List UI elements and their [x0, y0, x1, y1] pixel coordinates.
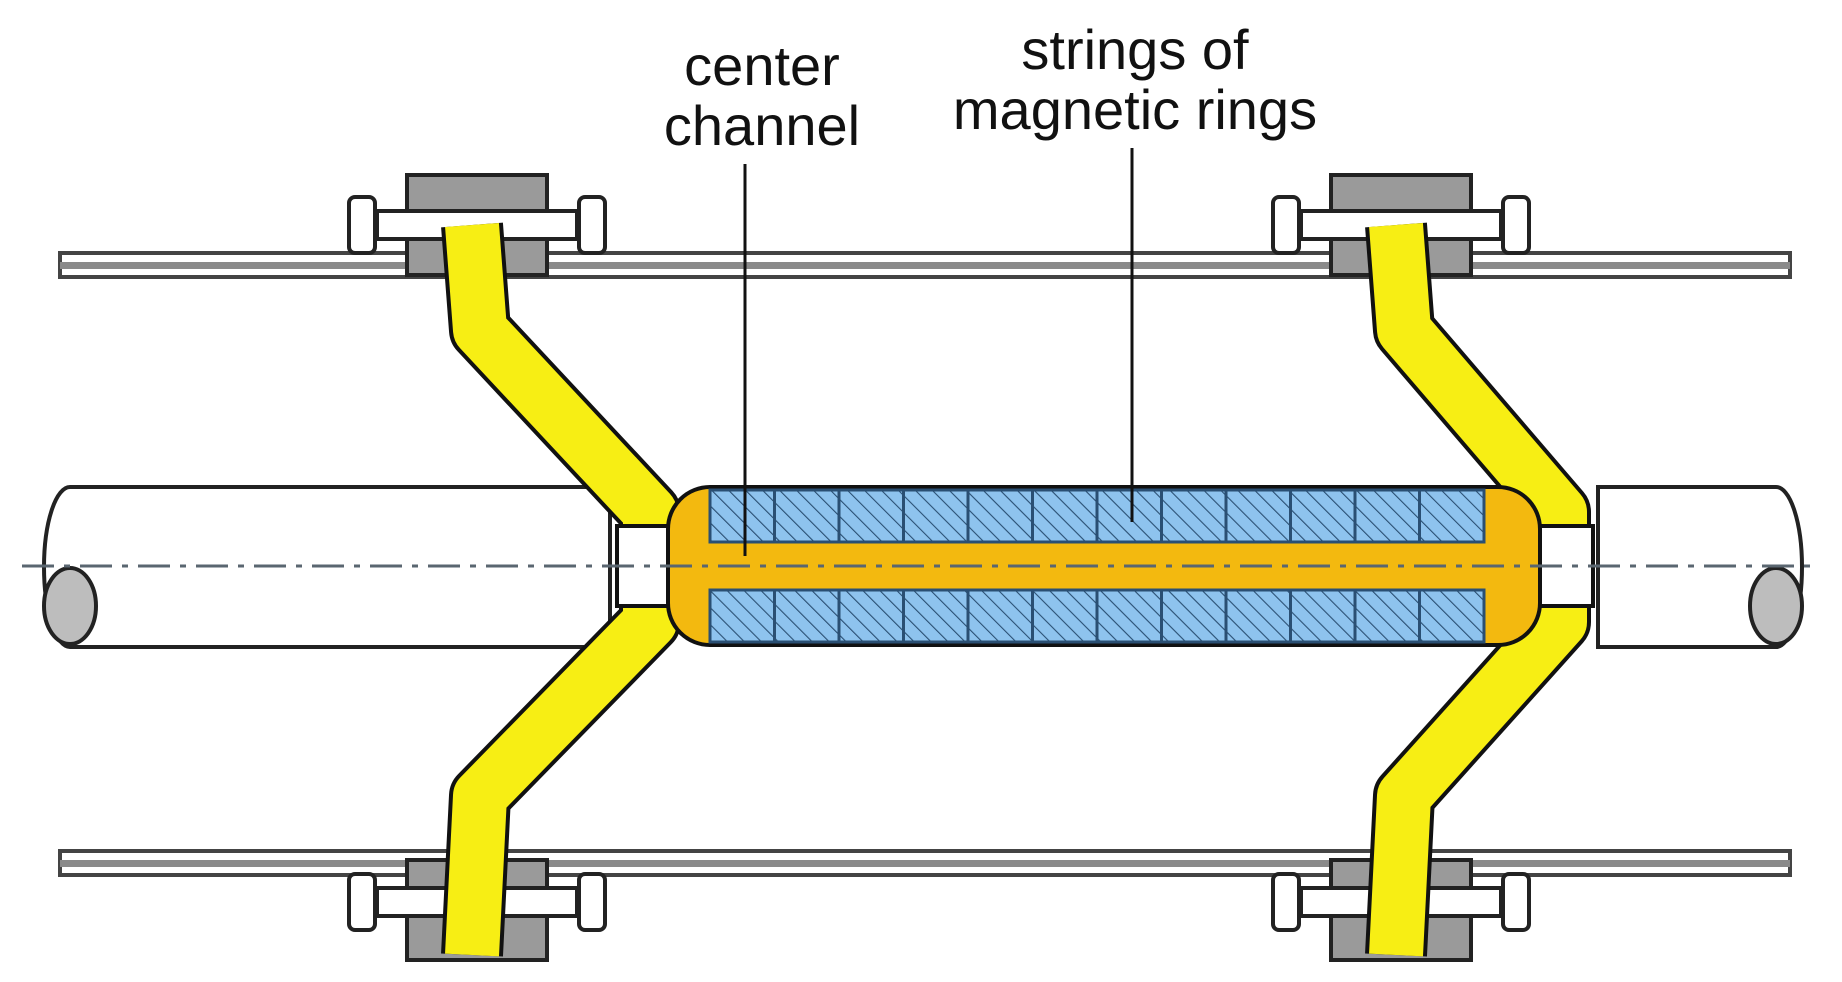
- magnetic-ring: [902, 588, 970, 644]
- pipe-wall-top: [58, 251, 1792, 279]
- magnetic-ring: [966, 588, 1034, 644]
- magnetic-ring: [708, 588, 776, 644]
- magnetic-ring: [1353, 488, 1421, 544]
- magnetic-ring: [1418, 488, 1486, 544]
- magnetic-ring: [1031, 488, 1099, 544]
- magnetic-ring: [1224, 588, 1292, 644]
- magnetic-ring: [708, 488, 776, 544]
- magnetic-ring: [1418, 588, 1486, 644]
- magnetic-ring: [837, 488, 905, 544]
- magnetic-ring: [1353, 588, 1421, 644]
- magnetic-ring: [1289, 588, 1357, 644]
- ring-string-bottom: [708, 588, 1486, 644]
- ring-string-top: [708, 488, 1486, 544]
- magnetic-ring: [773, 488, 841, 544]
- magnetic-ring: [1160, 588, 1228, 644]
- magnetic-rings-label-line2: magnetic rings: [952, 78, 1318, 141]
- magnetic-ring: [1289, 488, 1357, 544]
- magnetic-ring: [1095, 588, 1163, 644]
- center-channel-label-line2: channel: [663, 94, 861, 157]
- magnetic-ring: [902, 488, 970, 544]
- magnetic-ring: [966, 488, 1034, 544]
- center-channel-label-line1: center: [684, 34, 840, 97]
- magnetic-ring: [1095, 488, 1163, 544]
- magnetic-rings-label-line1: strings of: [1021, 18, 1249, 81]
- magnetic-rings-label: strings of magnetic rings: [935, 20, 1335, 140]
- magnetic-ring: [1031, 588, 1099, 644]
- magnetic-ring: [1224, 488, 1292, 544]
- magnetic-ring: [773, 588, 841, 644]
- pipe-wall-bottom: [58, 849, 1792, 877]
- center-rod-right: [1596, 485, 1804, 649]
- center-channel-label: center channel: [632, 36, 892, 156]
- magnetic-ring: [1160, 488, 1228, 544]
- magnetic-ring: [837, 588, 905, 644]
